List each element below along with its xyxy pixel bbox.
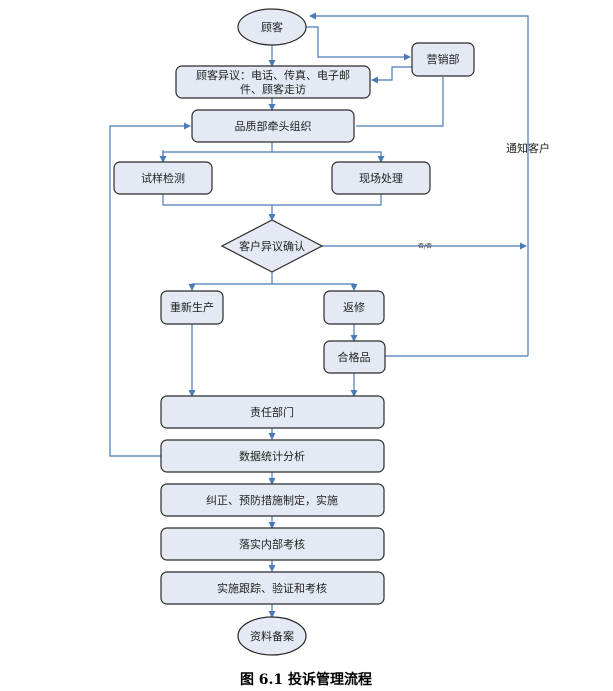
edge-marketing-to-quality bbox=[356, 77, 444, 127]
edge-sample-merge bbox=[162, 194, 382, 206]
node-marketing: 营销部 bbox=[411, 42, 475, 77]
figure-caption: 图 6.1 投诉管理流程 bbox=[240, 671, 372, 688]
node-responsible-dept-label: 责任部门 bbox=[250, 405, 294, 419]
node-quality-lead: 品质部牵头组织 bbox=[191, 109, 355, 143]
node-confirm-label: 客户异议确认 bbox=[239, 239, 305, 253]
edge-label-no: 否/否 bbox=[418, 243, 432, 250]
node-sample-test-label: 试样检测 bbox=[141, 171, 185, 185]
edge-statistics-feedback bbox=[109, 122, 191, 457]
edge-quality-to-onsite bbox=[272, 151, 385, 163]
node-statistics-label: 数据统计分析 bbox=[239, 449, 305, 463]
node-assessment-label: 落实内部考核 bbox=[239, 537, 305, 551]
nodes: 顾客 营销部 顾客异议：电话、传真、电子邮 件、顾客走访 品质部牵头组织 试样检… bbox=[113, 8, 475, 656]
node-rework: 返修 bbox=[323, 290, 385, 325]
node-channels-line2: 件、顾客走访 bbox=[240, 82, 306, 96]
node-qualified: 合格品 bbox=[323, 340, 386, 374]
edge-customer-to-marketing bbox=[306, 26, 411, 61]
node-complaint-channels: 顾客异议：电话、传真、电子邮 件、顾客走访 bbox=[175, 65, 371, 99]
node-channels-line1: 顾客异议：电话、传真、电子邮 bbox=[196, 68, 350, 82]
node-customer: 顾客 bbox=[237, 8, 307, 46]
node-archive-label: 资料备案 bbox=[250, 629, 294, 643]
node-qualified-label: 合格品 bbox=[338, 350, 371, 364]
node-customer-label: 顾客 bbox=[261, 20, 283, 34]
node-marketing-label: 营销部 bbox=[427, 52, 460, 66]
edges bbox=[109, 12, 529, 618]
node-archive: 资料备案 bbox=[237, 616, 307, 656]
edge-notify-customer-line bbox=[309, 12, 529, 356]
node-rework-label: 返修 bbox=[343, 300, 365, 314]
edge-confirm-to-rework bbox=[272, 283, 358, 291]
node-tracking: 实施跟踪、验证和考核 bbox=[160, 571, 385, 605]
node-tracking-label: 实施跟踪、验证和考核 bbox=[217, 581, 327, 595]
node-reproduce: 重新生产 bbox=[160, 290, 224, 325]
edge-quality-split bbox=[162, 142, 273, 160]
node-reproduce-label: 重新生产 bbox=[170, 300, 214, 314]
node-assessment: 落实内部考核 bbox=[160, 527, 385, 561]
node-corrective: 纠正、预防措施制定，实施 bbox=[160, 483, 385, 517]
node-onsite-handling: 现场处理 bbox=[331, 161, 431, 195]
node-sample-test: 试样检测 bbox=[113, 161, 213, 195]
node-quality-lead-label: 品质部牵头组织 bbox=[235, 119, 312, 133]
edge-label-notify-customer: 通知客户 bbox=[506, 141, 550, 155]
node-statistics: 数据统计分析 bbox=[160, 439, 385, 473]
edge-confirm-split bbox=[188, 272, 273, 291]
edge-marketing-to-channels bbox=[371, 66, 412, 84]
node-confirm: 客户异议确认 bbox=[220, 219, 324, 273]
node-responsible-dept: 责任部门 bbox=[160, 395, 385, 429]
node-onsite-handling-label: 现场处理 bbox=[359, 171, 403, 185]
node-corrective-label: 纠正、预防措施制定，实施 bbox=[206, 493, 338, 507]
